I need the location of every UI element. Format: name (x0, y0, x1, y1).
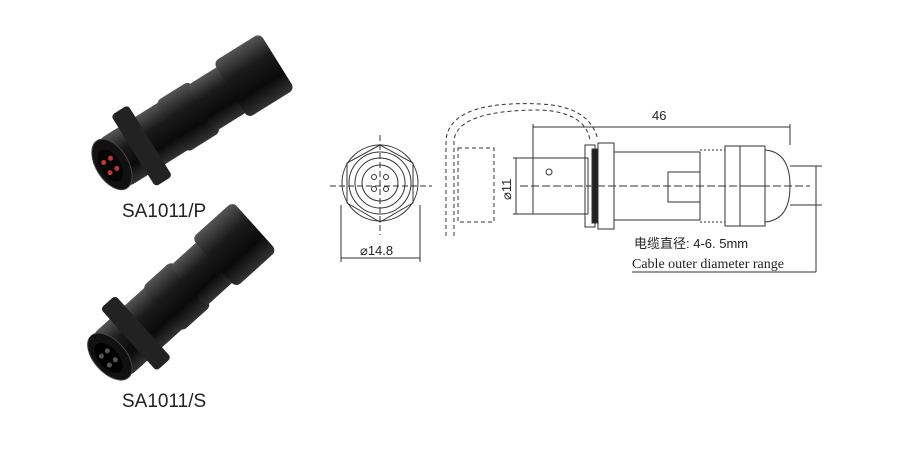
side-view-drawing (445, 103, 822, 273)
length-label: 46 (652, 108, 666, 123)
socket-model-label: SA1011/S (122, 391, 207, 412)
cable-range-en-label: Cable outer diameter range (632, 257, 784, 272)
plug-connector-image (91, 35, 293, 191)
front-view-drawing (330, 135, 432, 262)
plug-model-label: SA1011/P (122, 201, 207, 222)
front-diameter-label: ⌀14.8 (360, 243, 393, 258)
body-diameter-label: ⌀11 (499, 179, 514, 200)
cable-range-cn-label: 电缆直径: 4-6. 5mm (634, 236, 748, 251)
socket-connector-image (87, 204, 275, 381)
